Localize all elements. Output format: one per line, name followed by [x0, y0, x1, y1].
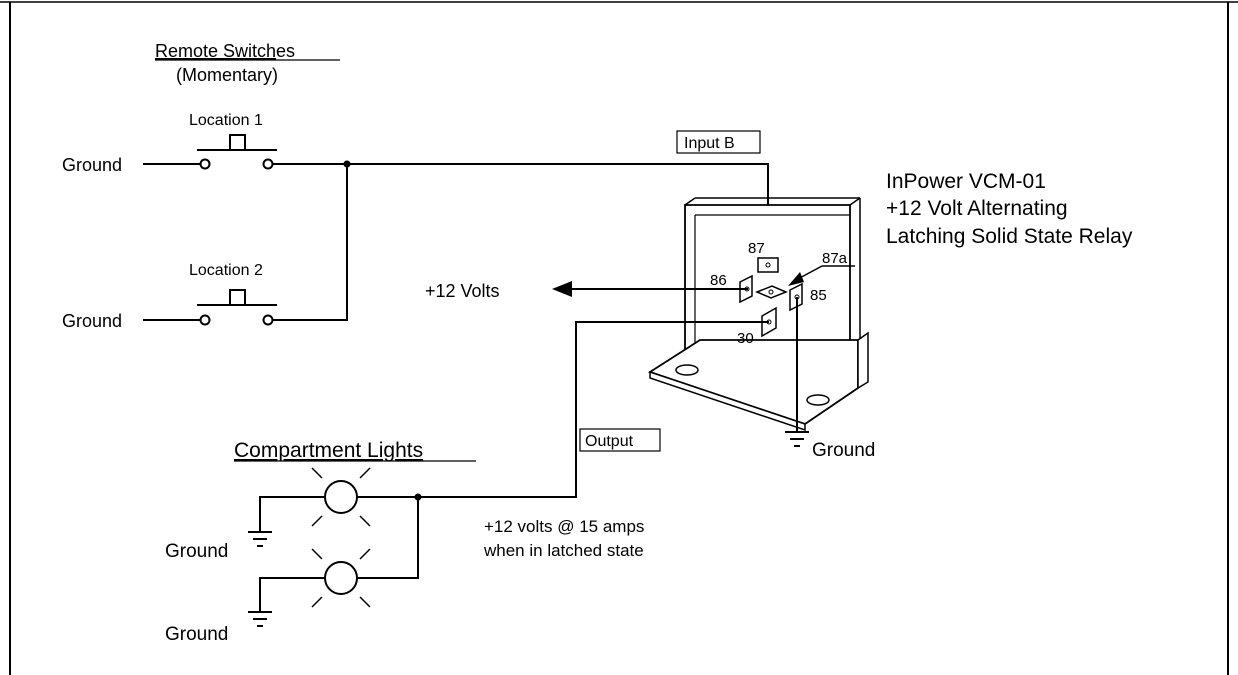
light-2-ground-label: Ground: [165, 624, 228, 645]
output-label: Output: [585, 433, 634, 450]
pin-87a-label: 87a: [822, 250, 848, 267]
relay-ground: Ground: [785, 297, 875, 461]
switch-2-button: [229, 289, 246, 306]
input-b-box: [676, 130, 761, 154]
switch-1-ground-label: Ground: [62, 155, 122, 175]
mount-hole-left: [675, 364, 699, 376]
input-b-label: Input B: [684, 135, 735, 152]
output-box: [579, 428, 661, 452]
switch-2-ground-label: Ground: [62, 311, 122, 331]
heading-rest: es: [276, 41, 295, 61]
lamp-2-icon: [324, 561, 358, 595]
light-2: Ground: [165, 497, 419, 645]
lamp-1-icon: [324, 480, 358, 514]
switch-location-1: Location 1 Ground: [62, 112, 347, 175]
heading-subtitle: (Momentary): [176, 65, 278, 85]
switch-2-contact-right: [262, 314, 274, 326]
switch-1-label: Location 1: [189, 112, 263, 129]
output-note-line-2: when in latched state: [483, 541, 644, 560]
relay-bracket: [647, 197, 869, 432]
pin-30-label: 30: [737, 330, 754, 347]
compartment-lights: Compartment Lights Ground: [165, 439, 476, 645]
relay-name: InPower VCM-01: [886, 170, 1046, 193]
supply-wire: +12 Volts: [425, 281, 748, 301]
pin-86-label: 86: [710, 272, 727, 289]
light-1: Ground: [165, 467, 418, 562]
relay-ground-label: Ground: [812, 440, 875, 461]
output-wire: Output +12 volts @ 15 amps when in latch…: [418, 321, 769, 560]
switch-2-contact-left: [199, 314, 211, 326]
input-b-wire: Input B: [343, 130, 769, 265]
relay-line-3: Latching Solid State Relay: [886, 225, 1133, 248]
switch-location-2: Location 2 Ground: [62, 164, 348, 331]
relay-line-2: +12 Volt Alternating: [886, 197, 1068, 220]
output-note-line-1: +12 volts @ 15 amps: [484, 517, 644, 536]
remote-switches-heading: Remote Switches (Momentary): [155, 41, 340, 85]
switch-1-button: [229, 134, 246, 151]
switch-1-contact-left: [199, 158, 211, 170]
switch-2-label: Location 2: [189, 262, 263, 279]
light-1-ground-label: Ground: [165, 541, 228, 562]
pin-87-label: 87: [748, 240, 765, 257]
pin-85-label: 85: [810, 287, 827, 304]
switch-1-contact-right: [262, 158, 274, 170]
heading-underlined: Remote Switch: [155, 41, 276, 61]
supply-label: +12 Volts: [425, 281, 500, 301]
relay-pins: 87 86 85 30 87a: [710, 240, 855, 347]
lights-title: Compartment Lights: [234, 439, 423, 462]
relay-description: InPower VCM-01 +12 Volt Alternating Latc…: [886, 170, 1133, 248]
svg-text:Remote Switches: Remote Switches: [155, 41, 295, 61]
mount-hole-right: [806, 394, 830, 406]
